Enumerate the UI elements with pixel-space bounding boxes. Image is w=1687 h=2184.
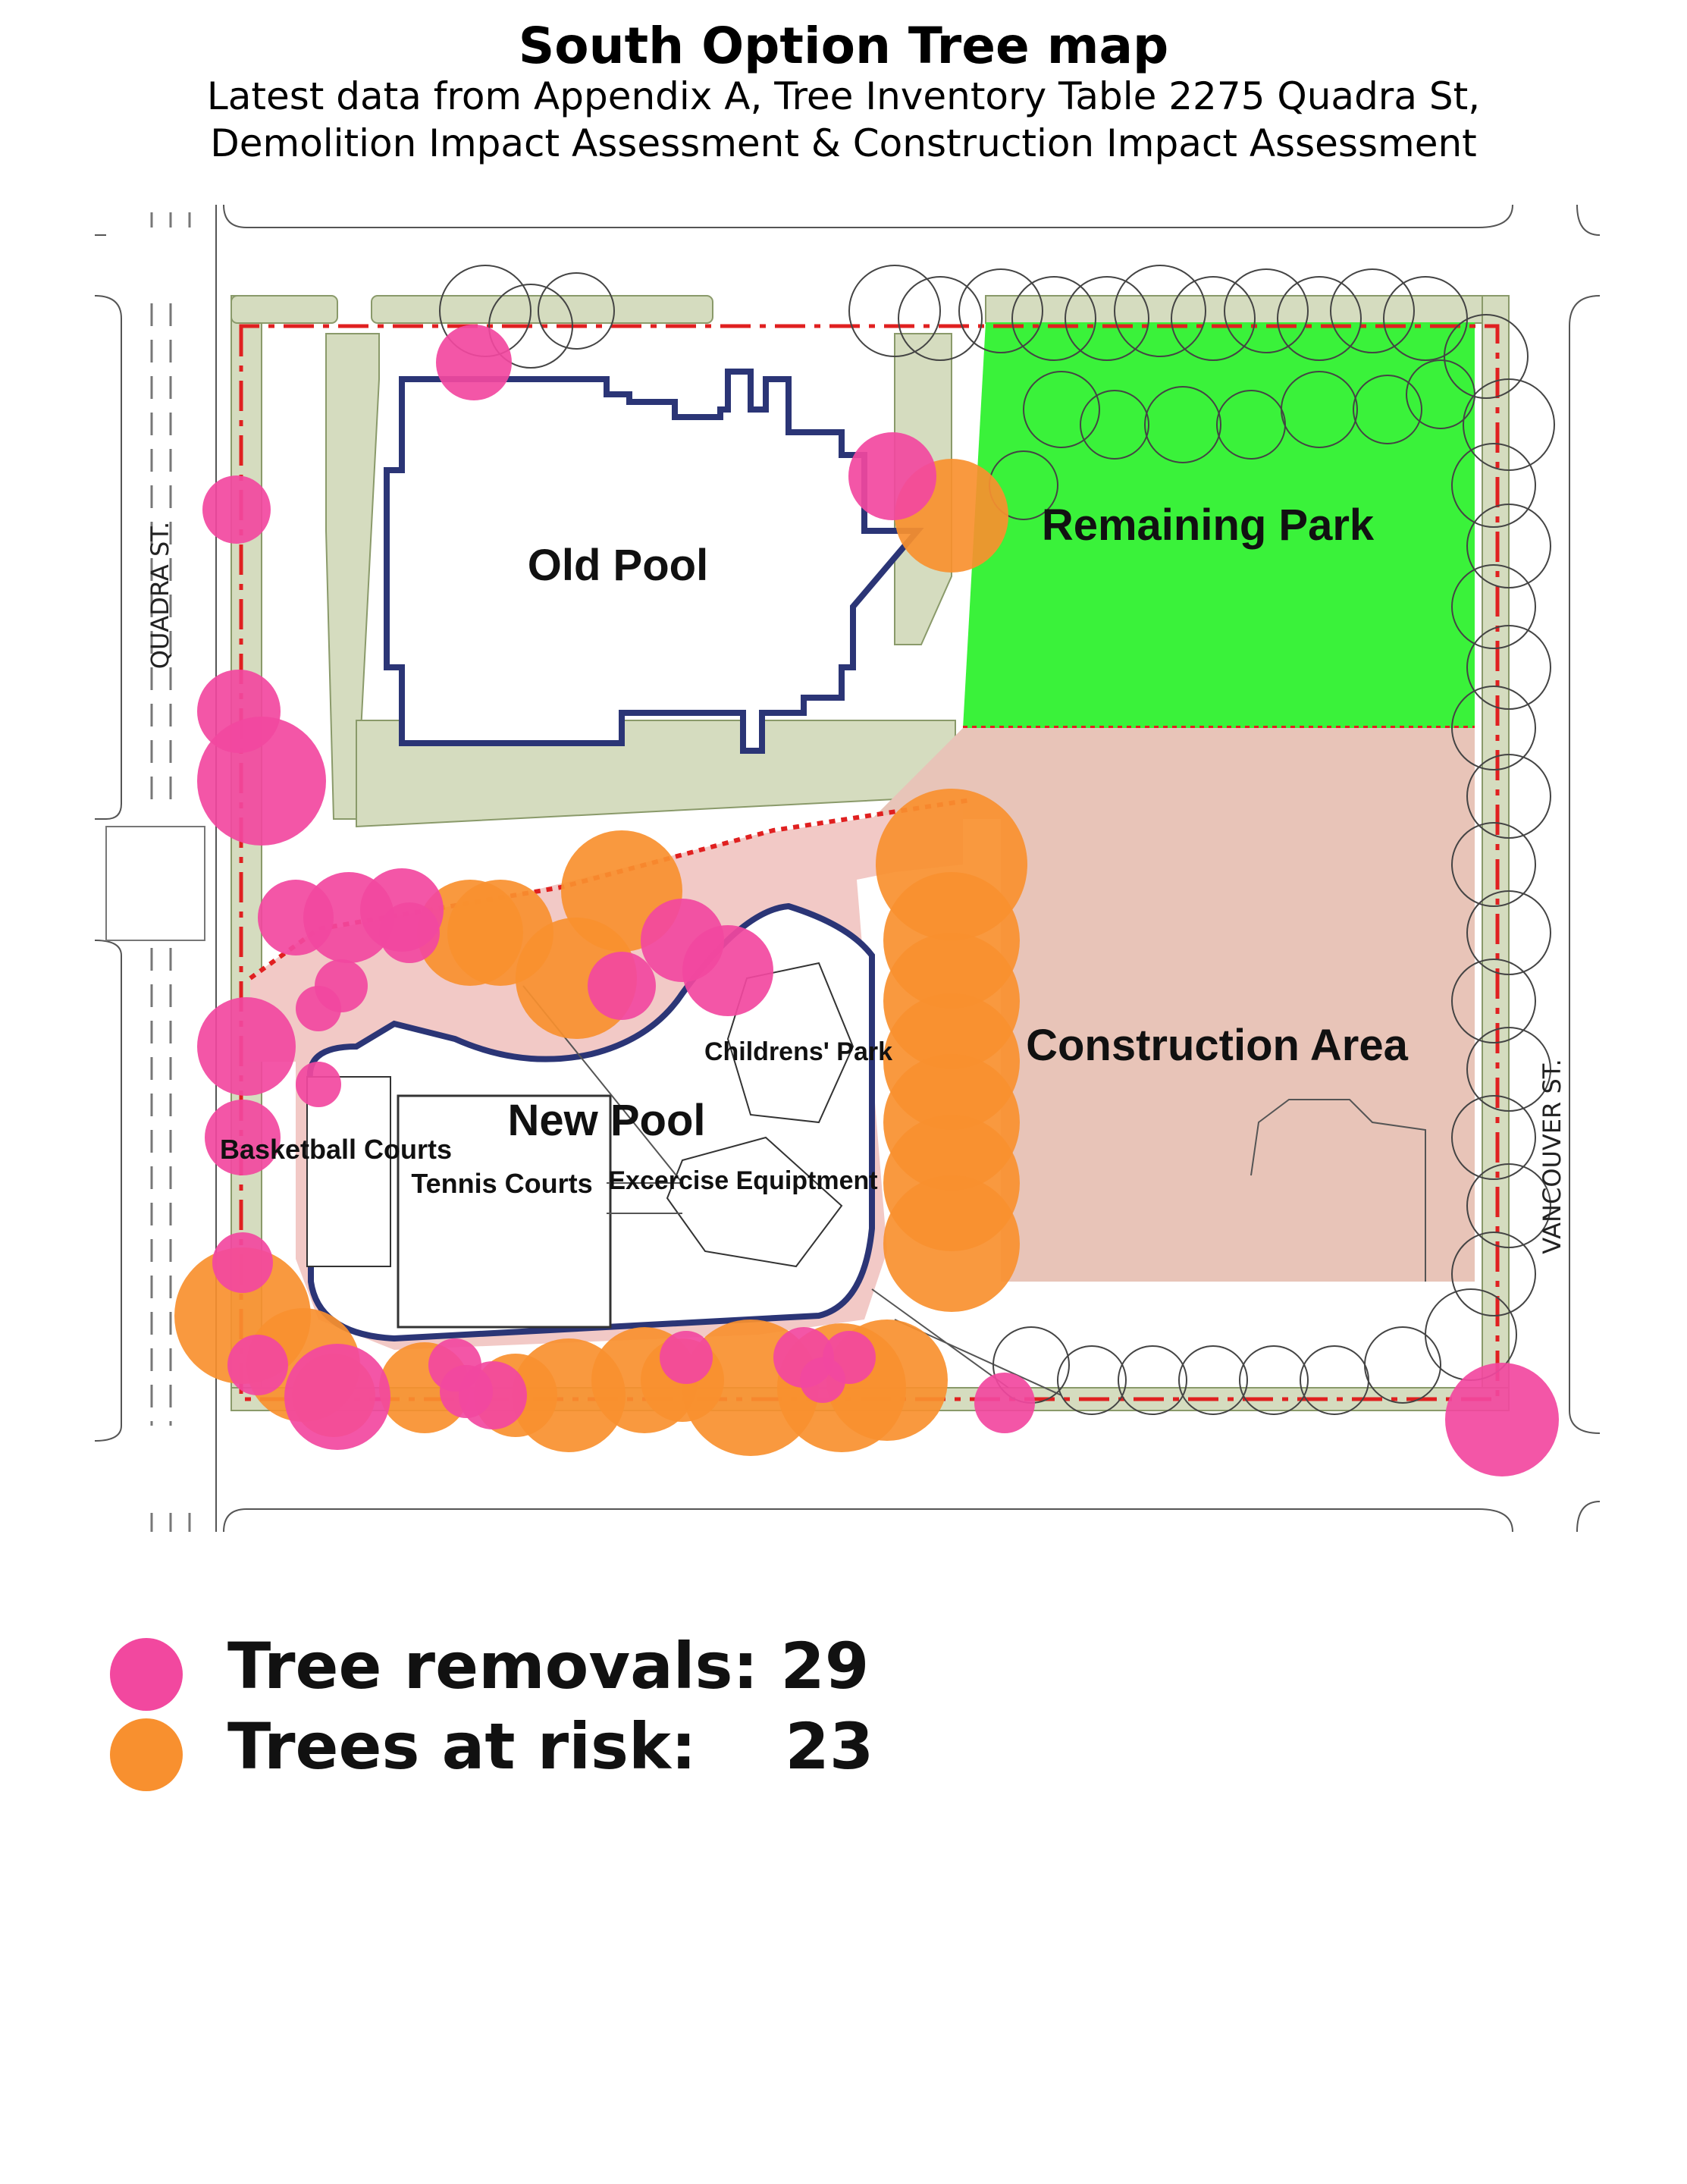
existing-tree-icon — [1466, 890, 1551, 975]
tree-removals — [197, 325, 1559, 1476]
construction-area-building-outline — [1250, 1099, 1426, 1282]
lane-markings — [105, 212, 205, 1532]
tree-removal-marker — [682, 925, 773, 1016]
existing-tree-icon — [1224, 268, 1309, 353]
construction-area-label: Construction Area — [1026, 1021, 1409, 1070]
existing-tree-icon — [1239, 1345, 1309, 1415]
existing-tree-icon — [538, 272, 615, 350]
vancouver-street-label: VANCOUVER ST. — [1538, 1059, 1566, 1254]
street-lines — [94, 204, 1601, 1533]
quadra-street-label: QUADRA ST. — [146, 522, 174, 669]
old-pool-label: Old Pool — [528, 541, 708, 590]
tree-removal-marker — [660, 1331, 713, 1384]
existing-tree-icon — [848, 265, 941, 357]
existing-tree-icon — [1011, 276, 1096, 361]
existing-tree-icon — [1353, 375, 1422, 444]
existing-tree-icon — [488, 284, 573, 369]
tree-removal-marker — [197, 997, 296, 1096]
existing-tree-icon — [1277, 276, 1362, 361]
tree-removal-marker — [974, 1373, 1035, 1433]
existing-tree-icon — [1118, 1345, 1187, 1415]
existing-trees — [439, 265, 1555, 1415]
existing-tree-icon — [898, 276, 983, 361]
childrens-park-label: Childrens' Park — [704, 1037, 892, 1066]
existing-tree-icon — [1080, 390, 1149, 460]
existing-tree-icon — [1451, 686, 1536, 770]
removal-legend-swatch — [110, 1638, 183, 1711]
existing-tree-icon — [1281, 371, 1358, 448]
basketball-courts-outline — [306, 1076, 391, 1267]
tree-removal-marker — [440, 1365, 493, 1418]
tree-removal-marker — [848, 432, 936, 520]
tree-removal-marker — [227, 1335, 288, 1395]
existing-tree-icon — [1451, 1095, 1536, 1180]
tree-removal-marker — [197, 717, 326, 846]
tree-removal-marker — [202, 475, 271, 544]
existing-tree-icon — [1451, 1232, 1536, 1316]
existing-tree-icon — [1065, 276, 1149, 361]
existing-tree-icon — [1300, 1345, 1369, 1415]
tree-at-risk-marker — [883, 1175, 1020, 1312]
existing-tree-icon — [958, 268, 1043, 353]
tree-removal-marker — [284, 1344, 390, 1450]
existing-tree-icon — [1406, 359, 1475, 429]
existing-tree-icon — [1463, 378, 1555, 471]
tennis-courts-label: Tennis Courts — [411, 1168, 592, 1199]
existing-tree-icon — [1451, 822, 1536, 907]
new-pool-label: New Pool — [507, 1096, 705, 1145]
basketball-courts-label-line: Basketball Courts — [220, 1134, 452, 1165]
pathways — [522, 985, 1062, 1396]
tree-removal-marker — [436, 325, 512, 400]
site-map: Old Pool Remaining Park Construction Are… — [94, 204, 1601, 1539]
existing-tree-icon — [1466, 1163, 1551, 1248]
tree-removal-marker — [296, 1062, 341, 1107]
map-subtitle-line-1: Latest data from Appendix A, Tree Invent… — [206, 74, 1481, 118]
existing-tree-icon — [1023, 371, 1100, 448]
existing-tree-icon — [1057, 1345, 1127, 1415]
at-risk-legend-label: Trees at risk: 23 — [227, 1709, 874, 1784]
map-title: South Option Tree map — [518, 17, 1169, 75]
tree-removal-marker — [205, 1100, 281, 1175]
tree-removal-marker — [296, 986, 341, 1031]
tree-removal-marker — [1445, 1363, 1559, 1476]
existing-tree-icon — [1171, 276, 1256, 361]
existing-tree-icon — [1466, 504, 1551, 588]
work-zone-dashed-edge — [249, 798, 971, 981]
tree-removal-marker — [800, 1357, 845, 1403]
existing-tree-icon — [1144, 386, 1221, 463]
existing-tree-icon — [1451, 564, 1536, 649]
existing-tree-icon — [1466, 1027, 1551, 1112]
removal-legend-label: Tree removals: 29 — [227, 1629, 870, 1703]
existing-tree-icon — [1451, 443, 1536, 528]
tree-removal-marker — [588, 952, 656, 1020]
existing-tree-icon — [1330, 268, 1415, 353]
existing-tree-icon — [1451, 959, 1536, 1043]
map-subtitle-line-2: Demolition Impact Assessment & Construct… — [210, 121, 1477, 165]
existing-tree-icon — [1466, 625, 1551, 710]
exercise-equipment-outline — [666, 1136, 843, 1268]
at-risk-legend-swatch — [110, 1718, 183, 1791]
tennis-courts-outline — [397, 1094, 612, 1329]
exercise-equipment-label: Excercise Equiptment — [608, 1166, 877, 1195]
basketball-courts-label: Basketball Courts — [220, 1134, 452, 1165]
tree-removal-marker — [379, 902, 440, 963]
tree-removal-marker — [258, 880, 334, 956]
existing-tree-icon — [1444, 314, 1529, 399]
existing-tree-icon — [1178, 1345, 1248, 1415]
remaining-park-label: Remaining Park — [1042, 500, 1375, 550]
remaining-park-area — [963, 322, 1475, 728]
existing-tree-icon — [1466, 754, 1551, 839]
tree-removal-marker — [212, 1232, 273, 1293]
existing-tree-icon — [1114, 265, 1206, 357]
